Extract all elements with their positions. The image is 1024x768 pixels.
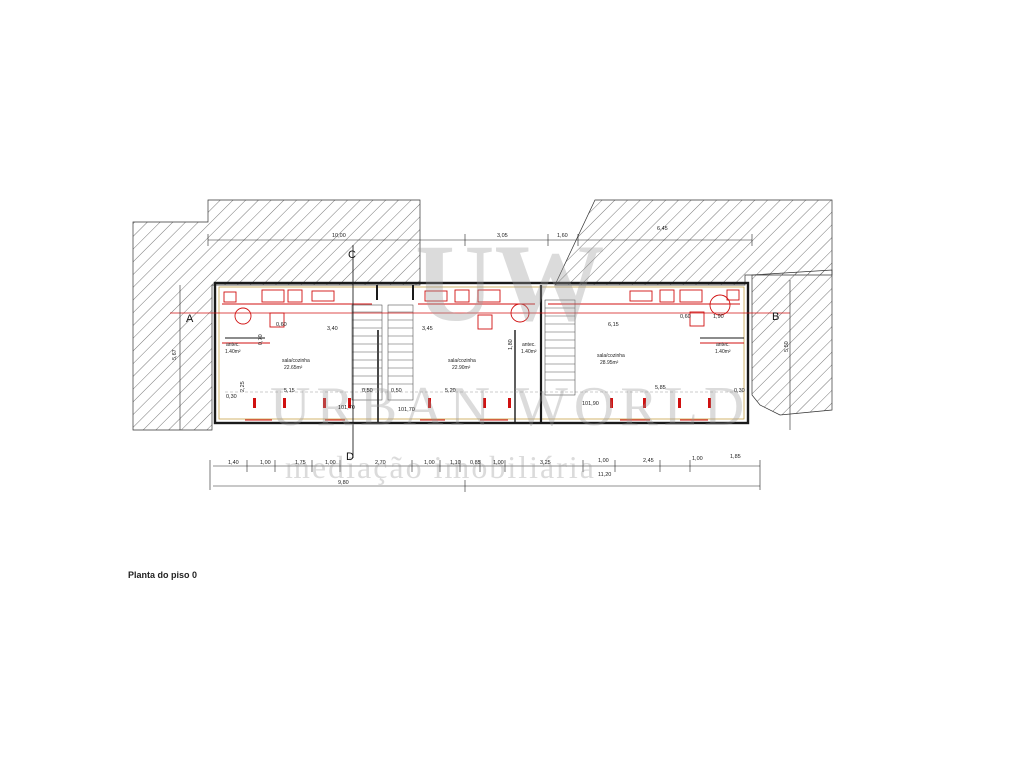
dimension-label: 2,70 [375, 460, 386, 466]
room-area: 1.40m² [225, 349, 241, 355]
watermark-brand: URBAN WORLD [270, 376, 750, 438]
dimension-label: 0,50 [362, 388, 373, 394]
interior-dimensions: 3,40 3,45 6,15 5,15 5,20 5,85 0,50 0,50 … [226, 314, 745, 400]
dimension-label: 0,30 [226, 394, 237, 400]
dimension-label: 1,85 [730, 454, 741, 460]
dimension-label: 5,20 [445, 388, 456, 394]
dimension-label: 10,00 [332, 233, 346, 239]
dimension-label: 3,25 [540, 460, 551, 466]
dimension-label: 1,00 [424, 460, 435, 466]
watermark-tagline: mediação imobiliária [285, 449, 596, 485]
dimension-label: 3,40 [327, 326, 338, 332]
room-name: antec. [716, 342, 730, 348]
dimension-label: 2,45 [643, 458, 654, 464]
room-labels: sala/cozinha 22.65m² sala/cozinha 22.90m… [225, 342, 731, 371]
dimension-label: 5,85 [655, 385, 666, 391]
dimension-label: 3,05 [497, 233, 508, 239]
room-name: antec. [522, 342, 536, 348]
dimension-label: 0,60 [680, 314, 691, 320]
dimension-label: 1,00 [692, 456, 703, 462]
dimension-label: 0,85 [470, 460, 481, 466]
section-mark-c: C [348, 249, 356, 261]
section-markers: A B C D [186, 249, 779, 463]
bottom-dimensions: 1,40 1,00 1,75 1,00 2,70 1,00 1,10 0,85 … [228, 454, 741, 466]
dimension-label: 1,00 [598, 458, 609, 464]
side-dimensions: 5,67 5,50 [172, 341, 790, 360]
dimension-label: 1,60 [557, 233, 568, 239]
stairs [351, 299, 576, 401]
level-mark: 101,90 [582, 401, 599, 407]
level-marks: 101,70 101,70 101,90 [338, 401, 599, 413]
dimension-label: 5,67 [172, 349, 178, 360]
room-area: 1.40m² [715, 349, 731, 355]
room-name: sala/cozinha [597, 353, 625, 359]
plan-caption: Planta do piso 0 [128, 570, 198, 580]
section-mark-b: B [772, 311, 779, 323]
dimension-label: 1,10 [450, 460, 461, 466]
dimension-label: 3,45 [422, 326, 433, 332]
dimension-label: 1,00 [260, 460, 271, 466]
room-name: sala/cozinha [282, 358, 310, 364]
room-name: sala/cozinha [448, 358, 476, 364]
watermark-logo: UW [415, 222, 604, 344]
level-mark: 101,70 [338, 405, 355, 411]
neighbour-hatching [132, 199, 833, 431]
dimension-label: 6,45 [657, 226, 668, 232]
watermark: UW URBAN WORLD mediação imobiliária [270, 222, 750, 485]
room-area: 22.65m² [284, 365, 303, 371]
dimension-label: 0,50 [391, 388, 402, 394]
annotation-layer [170, 245, 790, 458]
top-dimensions: 10,00 3,05 1,60 6,45 [332, 226, 668, 239]
dimension-label: 1,00 [493, 460, 504, 466]
section-mark-a: A [186, 313, 194, 325]
dimension-label: 2,25 [240, 381, 246, 392]
dimension-label: 9,80 [338, 480, 349, 486]
dimension-label: 1,00 [325, 460, 336, 466]
dimension-label: 1,75 [295, 460, 306, 466]
room-area: 1.40m² [521, 349, 537, 355]
dimension-label: 6,15 [608, 322, 619, 328]
dimension-label: 0,30 [734, 388, 745, 394]
level-mark: 101,70 [398, 407, 415, 413]
room-area: 28.95m² [600, 360, 619, 366]
dimension-lines [179, 234, 791, 492]
room-name: antec. [226, 342, 240, 348]
dimension-label: 1,80 [508, 339, 514, 350]
room-area: 22.90m² [452, 365, 471, 371]
dimension-label: 0,70 [258, 334, 264, 345]
dimension-label: 5,50 [784, 341, 790, 352]
total-dimensions: 9,80 11,20 [338, 472, 611, 486]
dimension-label: 0,60 [276, 322, 287, 328]
building-outline [213, 281, 750, 425]
dimension-label: 1,40 [228, 460, 239, 466]
dimension-label: 5,15 [284, 388, 295, 394]
dimension-label: 11,20 [598, 472, 611, 478]
section-mark-d: D [346, 451, 354, 463]
dimension-label: 1,90 [713, 314, 724, 320]
